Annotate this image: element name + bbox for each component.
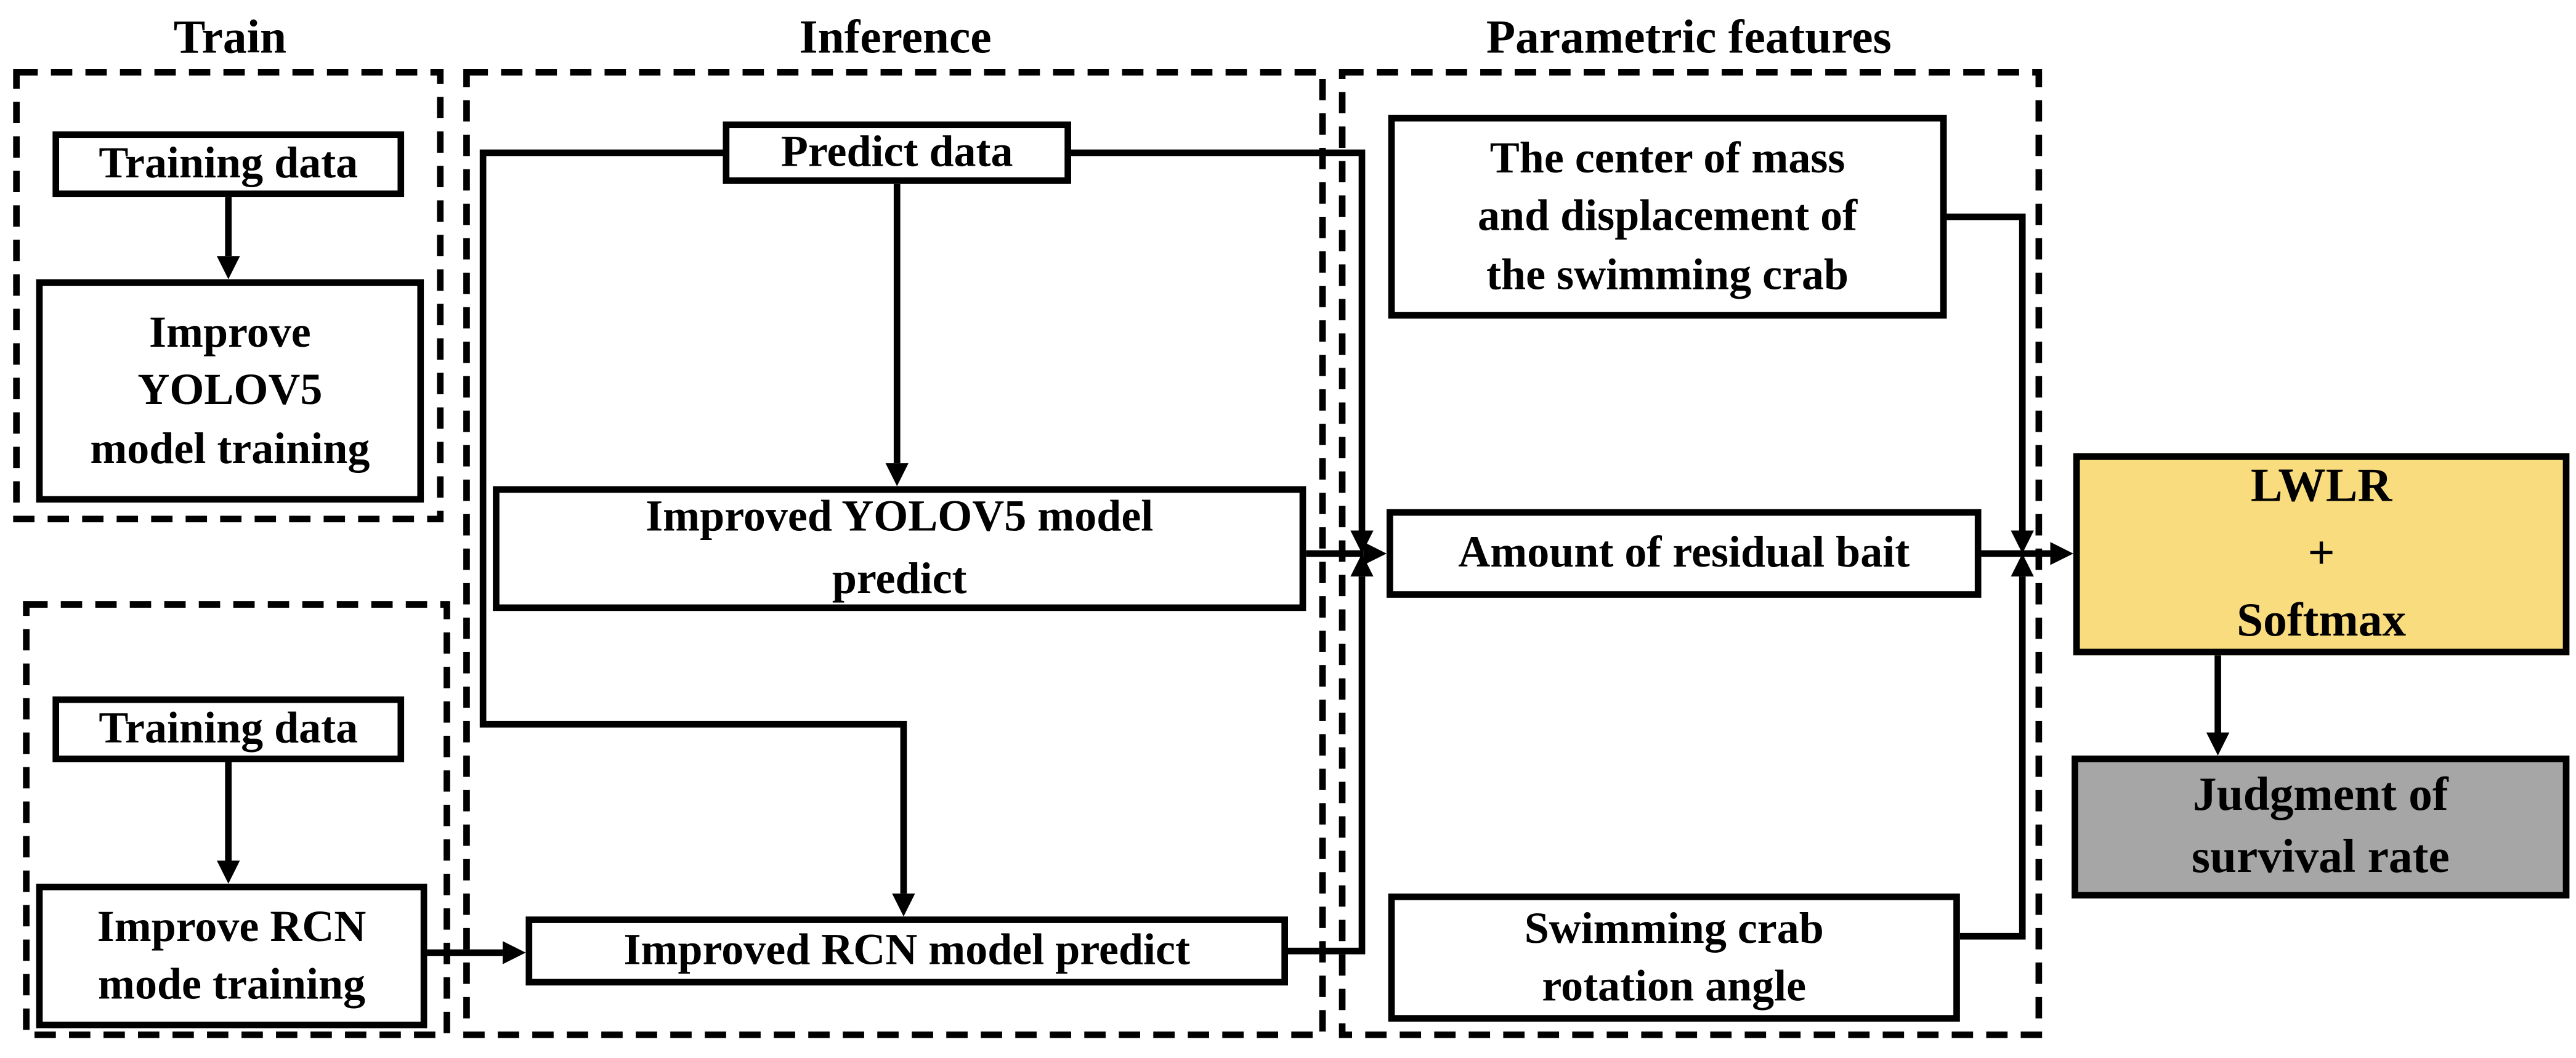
arrow-center-mass-to-merge	[1946, 213, 2034, 554]
node-training-data-top: Training data	[52, 131, 405, 198]
node-improved-yolov5-model-predict: Improved YOLOV5 model predict	[493, 486, 1306, 612]
arrow-rcn-training-to-rcn-predict	[427, 941, 526, 964]
dashed-container-train-top	[13, 69, 444, 523]
node-swimming-crab-rotation-angle: Swimming crab rotation angle	[1388, 893, 1960, 1022]
dashed-container-inference	[463, 69, 1326, 1038]
arrow-lwlr-to-judgment	[2206, 655, 2230, 756]
arrow-trainingdata-to-yolov5-training	[217, 197, 240, 280]
node-improved-rcn-model-predict: Improved RCN model predict	[525, 916, 1289, 986]
arrow-trainingdata-to-rcn-training	[217, 762, 240, 884]
node-lwlr-softmax: LWLR + Softmax	[2073, 453, 2570, 656]
node-center-of-mass-displacement: The center of mass and displacement of t…	[1388, 115, 1947, 319]
dashed-container-train-bottom	[23, 601, 450, 1038]
section-label-train: Train	[173, 11, 287, 65]
arrow-predictdata-to-rcn-predict	[479, 149, 915, 917]
arrow-predictdata-to-junction	[1071, 149, 1374, 554]
section-label-parametric: Parametric features	[1486, 11, 1892, 65]
node-training-data-bottom: Training data	[52, 696, 405, 762]
arrow-amount-to-lwlr	[1981, 542, 2073, 565]
node-amount-of-residual-bait: Amount of residual bait	[1387, 509, 1982, 598]
arrow-rcn-predict-to-junction	[1288, 553, 1374, 955]
node-judgment-of-survival-rate: Judgment of survival rate	[2072, 755, 2570, 898]
node-predict-data: Predict data	[723, 121, 1071, 184]
arrow-rotation-to-merge	[1959, 553, 2034, 940]
node-improve-rcn-mode-training: Improve RCN mode training	[36, 883, 427, 1028]
section-label-inference: Inference	[799, 11, 992, 65]
node-improve-yolov5-model-training: Improve YOLOV5 model training	[36, 279, 424, 503]
arrow-yolov5-predict-to-amount	[1306, 542, 1387, 565]
arrow-predictdata-to-yolov5-predict	[885, 184, 909, 487]
